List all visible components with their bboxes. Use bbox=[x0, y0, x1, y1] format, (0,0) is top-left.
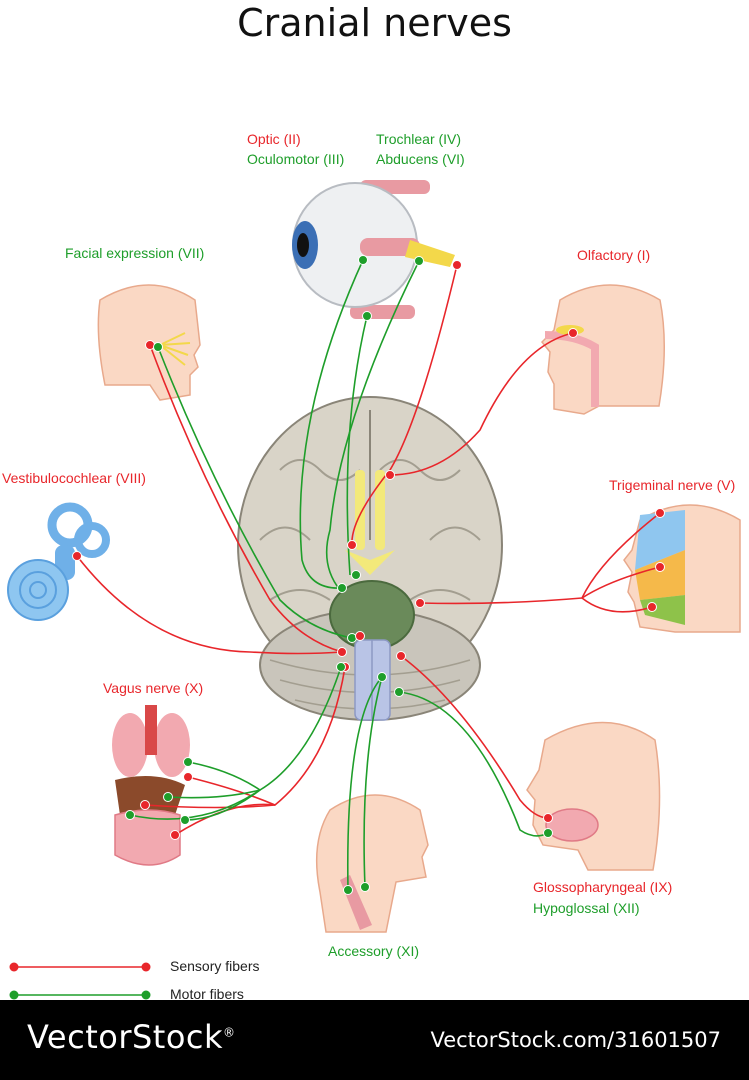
dot-vagus-lung-green bbox=[183, 757, 193, 767]
dot-neck-1 bbox=[343, 885, 353, 895]
label-hypoglossal: Hypoglossal (XII) bbox=[533, 900, 640, 916]
label-trigeminal: Trigeminal nerve (V) bbox=[609, 477, 736, 493]
dot-brain-motor-2 bbox=[351, 570, 361, 580]
inner-ear-illustration bbox=[7, 502, 110, 621]
dot-brain-accessory bbox=[377, 672, 387, 682]
head-accessory-illustration bbox=[315, 794, 429, 933]
dot-tongue-green bbox=[543, 828, 553, 838]
hypoglossal-line bbox=[398, 691, 549, 837]
dot-vagus-heart-red bbox=[140, 800, 150, 810]
legend-sensory-dot-right bbox=[141, 962, 151, 972]
label-vagus: Vagus nerve (X) bbox=[103, 680, 204, 696]
label-glossopharyngeal: Glossopharyngeal (IX) bbox=[533, 879, 673, 895]
dot-olfactory-brain bbox=[385, 470, 395, 480]
nerve-connectors bbox=[76, 259, 661, 891]
registered-mark: ® bbox=[223, 1025, 236, 1040]
dot-brain-facial-red bbox=[337, 647, 347, 657]
dot-brain-glosso bbox=[396, 651, 406, 661]
vagus-red-line-3 bbox=[144, 804, 276, 809]
head-olfactory-illustration bbox=[540, 284, 666, 415]
olfactory-nerve-line bbox=[389, 332, 574, 476]
organs-illustration bbox=[112, 705, 190, 866]
legend-motor-dot-left bbox=[9, 990, 19, 1000]
dot-trigeminal-3 bbox=[647, 602, 657, 612]
dot-brain-vagus-green bbox=[336, 662, 346, 672]
dot-vagus-gut-red bbox=[170, 830, 180, 840]
legend-sensory-label: Sensory fibers bbox=[170, 958, 260, 974]
accessory-line-1 bbox=[346, 676, 383, 891]
watermark-footer: VectorStock® VectorStock.com/31601507 bbox=[0, 1000, 749, 1080]
facial-motor-line bbox=[157, 346, 353, 639]
dot-brain-red-2 bbox=[355, 631, 365, 641]
dot-oculomotor-eye bbox=[358, 255, 368, 265]
optic-nerve-line bbox=[351, 264, 458, 546]
dot-vagus-heart-green bbox=[163, 792, 173, 802]
oculomotor-nerve-line bbox=[299, 259, 364, 589]
brain-illustration bbox=[237, 396, 503, 721]
page-title: Cranial nerves bbox=[237, 1, 512, 45]
head-glossopharyngeal-illustration bbox=[526, 721, 661, 871]
dot-facial-green bbox=[153, 342, 163, 352]
footer-url: VectorStock.com/31601507 bbox=[430, 1028, 721, 1052]
trigeminal-line-2 bbox=[581, 566, 661, 599]
dot-trochlear-eye bbox=[414, 256, 424, 266]
head-trigeminal-illustration bbox=[623, 504, 741, 633]
dot-vagus-lung-red bbox=[183, 772, 193, 782]
trigeminal-line-1 bbox=[419, 512, 661, 605]
dot-abducens-eye bbox=[362, 311, 372, 321]
vectorstock-logo: VectorStock® bbox=[27, 1018, 236, 1056]
trochlear-nerve-line bbox=[325, 260, 420, 591]
dot-trigeminal-brain bbox=[415, 598, 425, 608]
label-abducens: Abducens (VI) bbox=[376, 151, 465, 167]
vagus-green-line-4 bbox=[129, 789, 261, 820]
legend-sensory-dot-left bbox=[9, 962, 19, 972]
label-olfactory: Olfactory (I) bbox=[577, 247, 651, 263]
dot-brain-hypo bbox=[394, 687, 404, 697]
nerve-dots bbox=[72, 255, 665, 895]
legend-motor-label: Motor fibers bbox=[170, 986, 244, 1002]
legend bbox=[9, 962, 151, 1000]
legend-motor-dot-right bbox=[141, 990, 151, 1000]
dot-tongue-red bbox=[543, 813, 553, 823]
dot-optic-eye bbox=[452, 260, 462, 270]
abducens-nerve-line bbox=[346, 315, 368, 576]
vestibulocochlear-line bbox=[76, 555, 343, 655]
dot-brain-motor-1 bbox=[337, 583, 347, 593]
label-optic: Optic (II) bbox=[247, 131, 301, 147]
label-vestibulocochlear: Vestibulocochlear (VIII) bbox=[2, 470, 146, 486]
dot-trigeminal-1 bbox=[655, 508, 665, 518]
brand-name: VectorStock bbox=[27, 1018, 224, 1056]
accessory-line-2 bbox=[363, 676, 383, 888]
eye-illustration bbox=[292, 180, 455, 319]
label-accessory: Accessory (XI) bbox=[328, 943, 420, 959]
label-trochlear: Trochlear (IV) bbox=[376, 131, 462, 147]
dot-vagus-stomach-green bbox=[180, 815, 190, 825]
label-facial: Facial expression (VII) bbox=[65, 245, 205, 261]
dot-olfactory-nose bbox=[568, 328, 578, 338]
label-oculomotor: Oculomotor (III) bbox=[247, 151, 345, 167]
vagus-green-line-1 bbox=[187, 666, 342, 791]
dot-optic-brain bbox=[347, 540, 357, 550]
facial-sensory-line bbox=[149, 344, 343, 653]
dot-neck-2 bbox=[360, 882, 370, 892]
trigeminal-line-3 bbox=[581, 597, 653, 613]
dot-vagus-liver-green bbox=[125, 810, 135, 820]
vagus-red-line-1 bbox=[187, 666, 346, 806]
vagus-green-line-2 bbox=[167, 789, 261, 799]
glossopharyngeal-line bbox=[400, 655, 549, 819]
dot-trigeminal-2 bbox=[655, 562, 665, 572]
cranial-nerves-diagram bbox=[7, 180, 741, 1000]
dot-ear bbox=[72, 551, 82, 561]
